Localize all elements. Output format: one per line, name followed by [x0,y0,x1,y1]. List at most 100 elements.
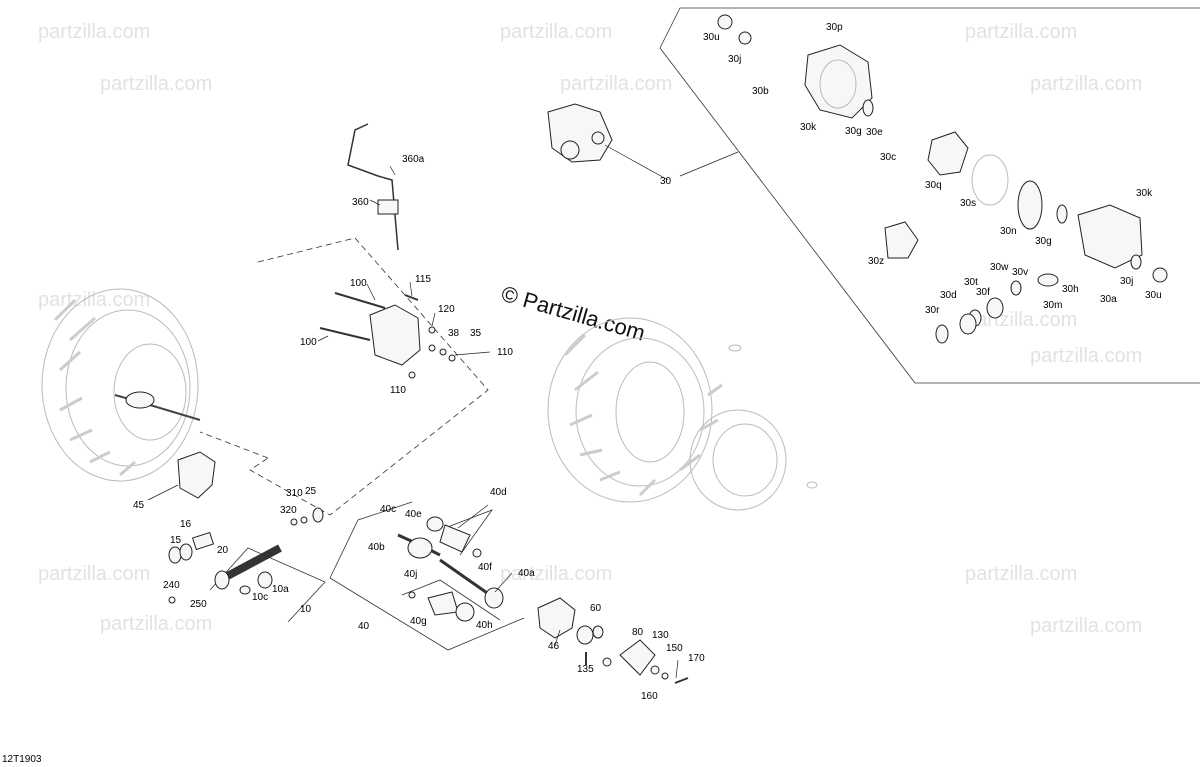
callout-label: 115 [415,274,431,285]
callout-label: 30 [660,176,672,187]
prop-shaft [218,544,282,584]
callout-label: 40b [368,542,385,553]
callout-label: 40g [410,616,427,627]
callout-leader [431,312,436,327]
axle-link [199,431,269,459]
callout-label: 20 [217,545,229,556]
wheel-rim [113,343,187,441]
callout-label: 250 [190,599,207,610]
bearing [576,625,594,645]
callout-label: 110 [497,347,513,358]
fastener [428,344,436,352]
o-ring [971,154,1009,206]
callout-label: 60 [590,603,602,614]
watermark-text: partzilla.com [100,613,212,635]
bolt [319,327,371,341]
callout-label: 30b [752,86,769,97]
callout-label: 30j [728,54,741,65]
differential-frame [659,47,1200,384]
differential-frame [659,7,1200,49]
watermark-text: partzilla.com [38,21,150,43]
callout-label: 150 [666,643,683,654]
callout-leader [366,283,376,301]
seal [1152,267,1168,283]
group-40g-frame [401,579,501,621]
group-40d-frame [444,509,494,556]
callout-leader [454,351,491,356]
center-watermark: © Partzilla.com [499,281,648,346]
cover-bore [819,59,857,109]
bolt [334,292,386,309]
callout-label: 30m [1043,300,1062,311]
callout-label: 30v [1012,267,1028,278]
watermark-text: partzilla.com [500,21,612,43]
group-frames [199,7,1200,651]
callout-label: 30h [1062,284,1079,295]
callout-leader [317,335,329,342]
group-40-frame [329,501,413,579]
callout-leader [457,504,489,529]
callout-label: 30g [1035,236,1052,247]
callout-label: 240 [163,580,180,591]
ring-gear [1017,180,1043,230]
tire-outer [41,288,199,482]
tire-outer [547,317,713,503]
callout-label: 10c [252,592,268,603]
valve-stem [728,344,742,352]
bearing [959,313,977,335]
callout-label: 310 [286,488,303,499]
callout-label: 40j [404,569,417,580]
callout-leaders [147,165,679,679]
callout-label: 15 [170,535,182,546]
axle-bar [439,558,491,597]
cotter-pin [674,677,689,684]
bushing [312,507,324,523]
watermark-text: partzilla.com [560,73,672,95]
propshaft-group [168,531,282,604]
callout-label: 30w [990,262,1009,273]
fastener [428,326,436,334]
clip [239,585,251,595]
callout-label: 10a [272,584,289,595]
differential-assembly [547,103,669,181]
harness-wire [347,123,399,251]
housing-port [560,140,580,160]
callout-label: 45 [133,500,145,511]
watermark-text: partzilla.com [38,563,150,585]
callout-leader [679,151,739,177]
callout-label: 30q [925,180,942,191]
tire-inner [65,309,191,467]
callout-label: 80 [632,627,644,638]
callout-leader [554,629,561,646]
watermark-text: partzilla.com [500,563,612,585]
fastener [602,657,612,667]
callout-labels: 30 30u 30j 30p 30b 30k 30g 30e 30c 30q 3… [133,22,1162,702]
callout-label: 30r [925,305,940,316]
gearbox-frame [249,237,489,516]
callout-leader [389,165,396,176]
group-40-frame [329,577,525,651]
cv-joint-inner [407,537,433,559]
driveshaft-group [397,516,504,622]
seal [935,324,949,344]
washer [650,665,660,675]
callout-label: 30t [964,277,978,288]
callout-label: 100 [350,278,367,289]
callout-label: 16 [180,519,192,530]
housing-cover [804,44,873,119]
cv-boot [427,591,459,616]
diagram-code: 12T1903 [2,754,42,765]
nut [661,672,669,680]
callout-leader [147,484,179,501]
callout-label: 30f [976,287,990,298]
callout-label: 170 [688,653,705,664]
callout-label: 100 [300,337,317,348]
hub-group [537,597,689,684]
callout-label: 30z [868,256,884,267]
callout-label: 30g [845,126,862,137]
knuckle-left [177,451,216,499]
cv-joint [125,391,155,409]
callout-label: 40h [476,620,493,631]
callout-label: 30e [866,127,883,138]
callout-label: 30j [1120,276,1133,287]
